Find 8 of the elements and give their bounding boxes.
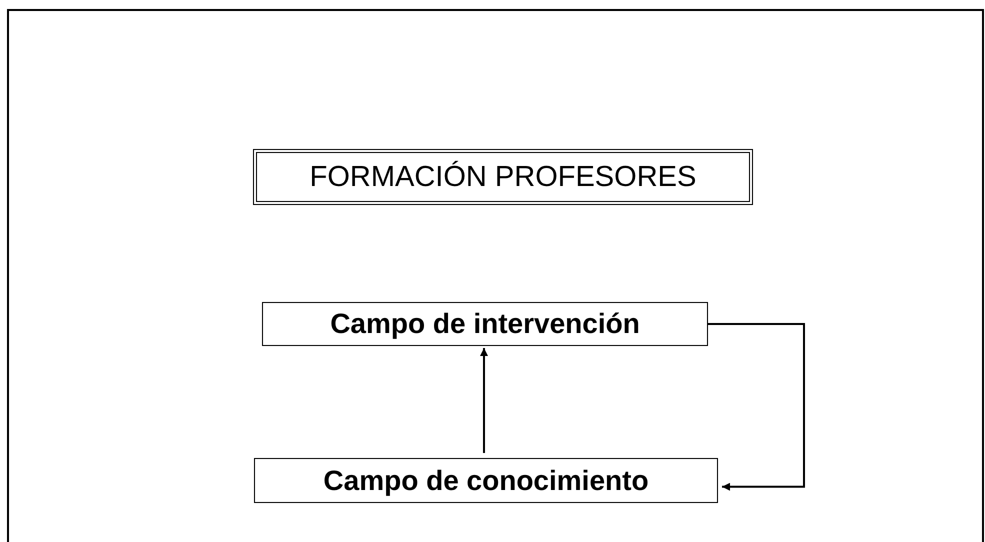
box-label: FORMACIÓN PROFESORES xyxy=(310,160,696,194)
box-label: Campo de intervención xyxy=(330,308,640,340)
arrow xyxy=(708,323,805,491)
box-label: Campo de conocimiento xyxy=(323,464,649,496)
concept-box xyxy=(254,458,718,503)
concept-box xyxy=(262,302,708,346)
arrow xyxy=(480,348,488,453)
title-box xyxy=(253,149,753,205)
